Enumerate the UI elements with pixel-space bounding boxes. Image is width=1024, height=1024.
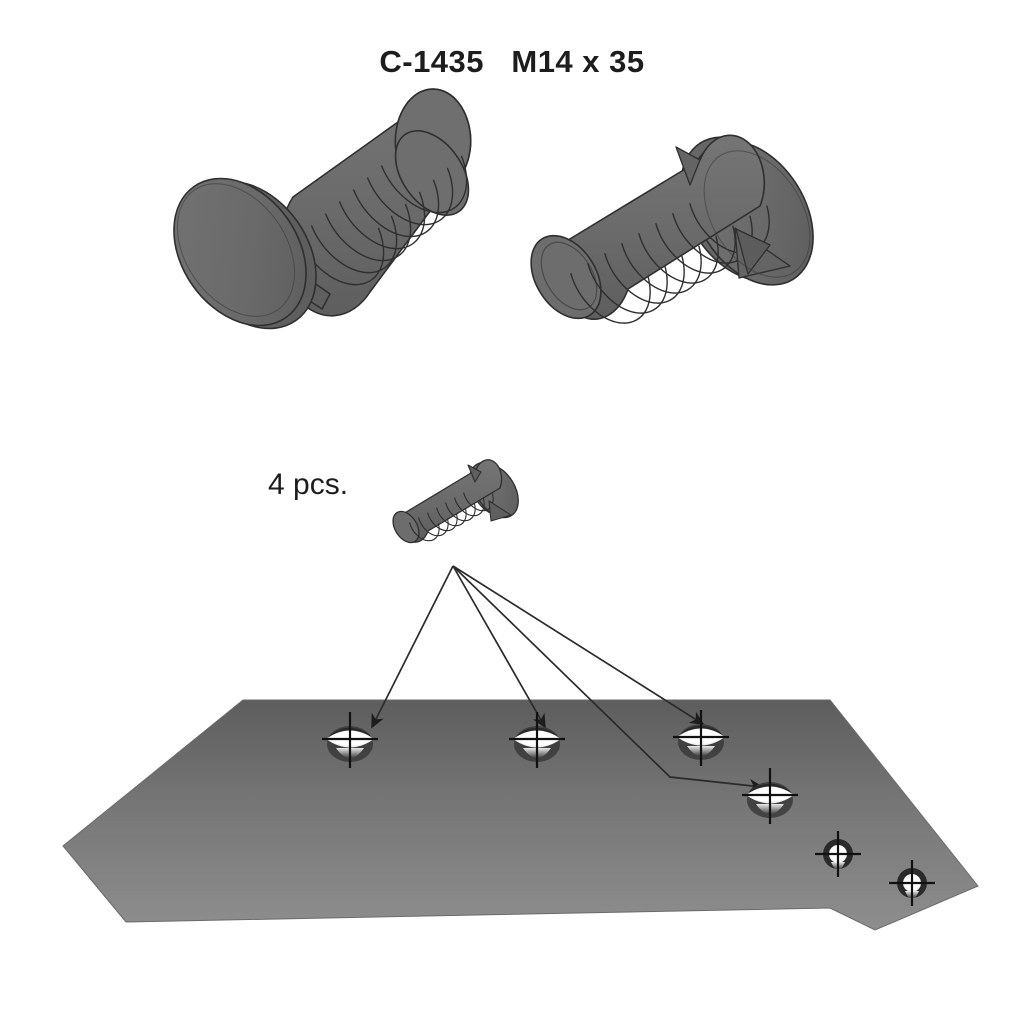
mounting-plate: [62, 699, 979, 931]
bolt-right-threads: [570, 202, 770, 324]
hole-2-crosshair: [509, 712, 565, 768]
plate-surface: [62, 699, 979, 931]
quantity-label: 4 pcs.: [268, 468, 349, 501]
hole-6: [889, 860, 935, 906]
page-title: C-1435 M14 x 35: [379, 44, 645, 79]
bolt-right-underhead-ribs: [675, 146, 791, 279]
bolt-left: [173, 88, 472, 330]
hole-5: [815, 831, 861, 877]
hole-4-crosshair: [742, 768, 798, 824]
hole-4: [742, 768, 798, 824]
hole-3-crosshair: [673, 710, 729, 766]
bolt-right-flange-contour: [703, 150, 811, 278]
hole-5-crosshair: [815, 831, 861, 877]
bolt-left-shank-end-face: [394, 130, 470, 216]
hole-6-crosshair: [889, 860, 935, 906]
bolt-left-head-contour: [176, 183, 296, 317]
hole-2: [509, 712, 565, 768]
bolt-small-threads: [409, 492, 494, 542]
hole-1-crosshair: [322, 712, 378, 768]
callout-leader-lines: [371, 565, 764, 793]
leader-line-hole-2: [452, 565, 546, 729]
hole-3: [673, 710, 729, 766]
leader-line-hole-3: [452, 565, 705, 725]
bolt-small-underhead-ribs: [467, 464, 512, 522]
plate-holes: [322, 710, 935, 906]
leader-line-hole-4: [452, 565, 764, 793]
bolt-small-shank-end-face: [392, 510, 420, 544]
bolt-right: [530, 134, 814, 324]
leader-line-hole-1: [371, 565, 454, 729]
bolt-small-callout: [392, 459, 519, 544]
hole-1: [322, 712, 378, 768]
